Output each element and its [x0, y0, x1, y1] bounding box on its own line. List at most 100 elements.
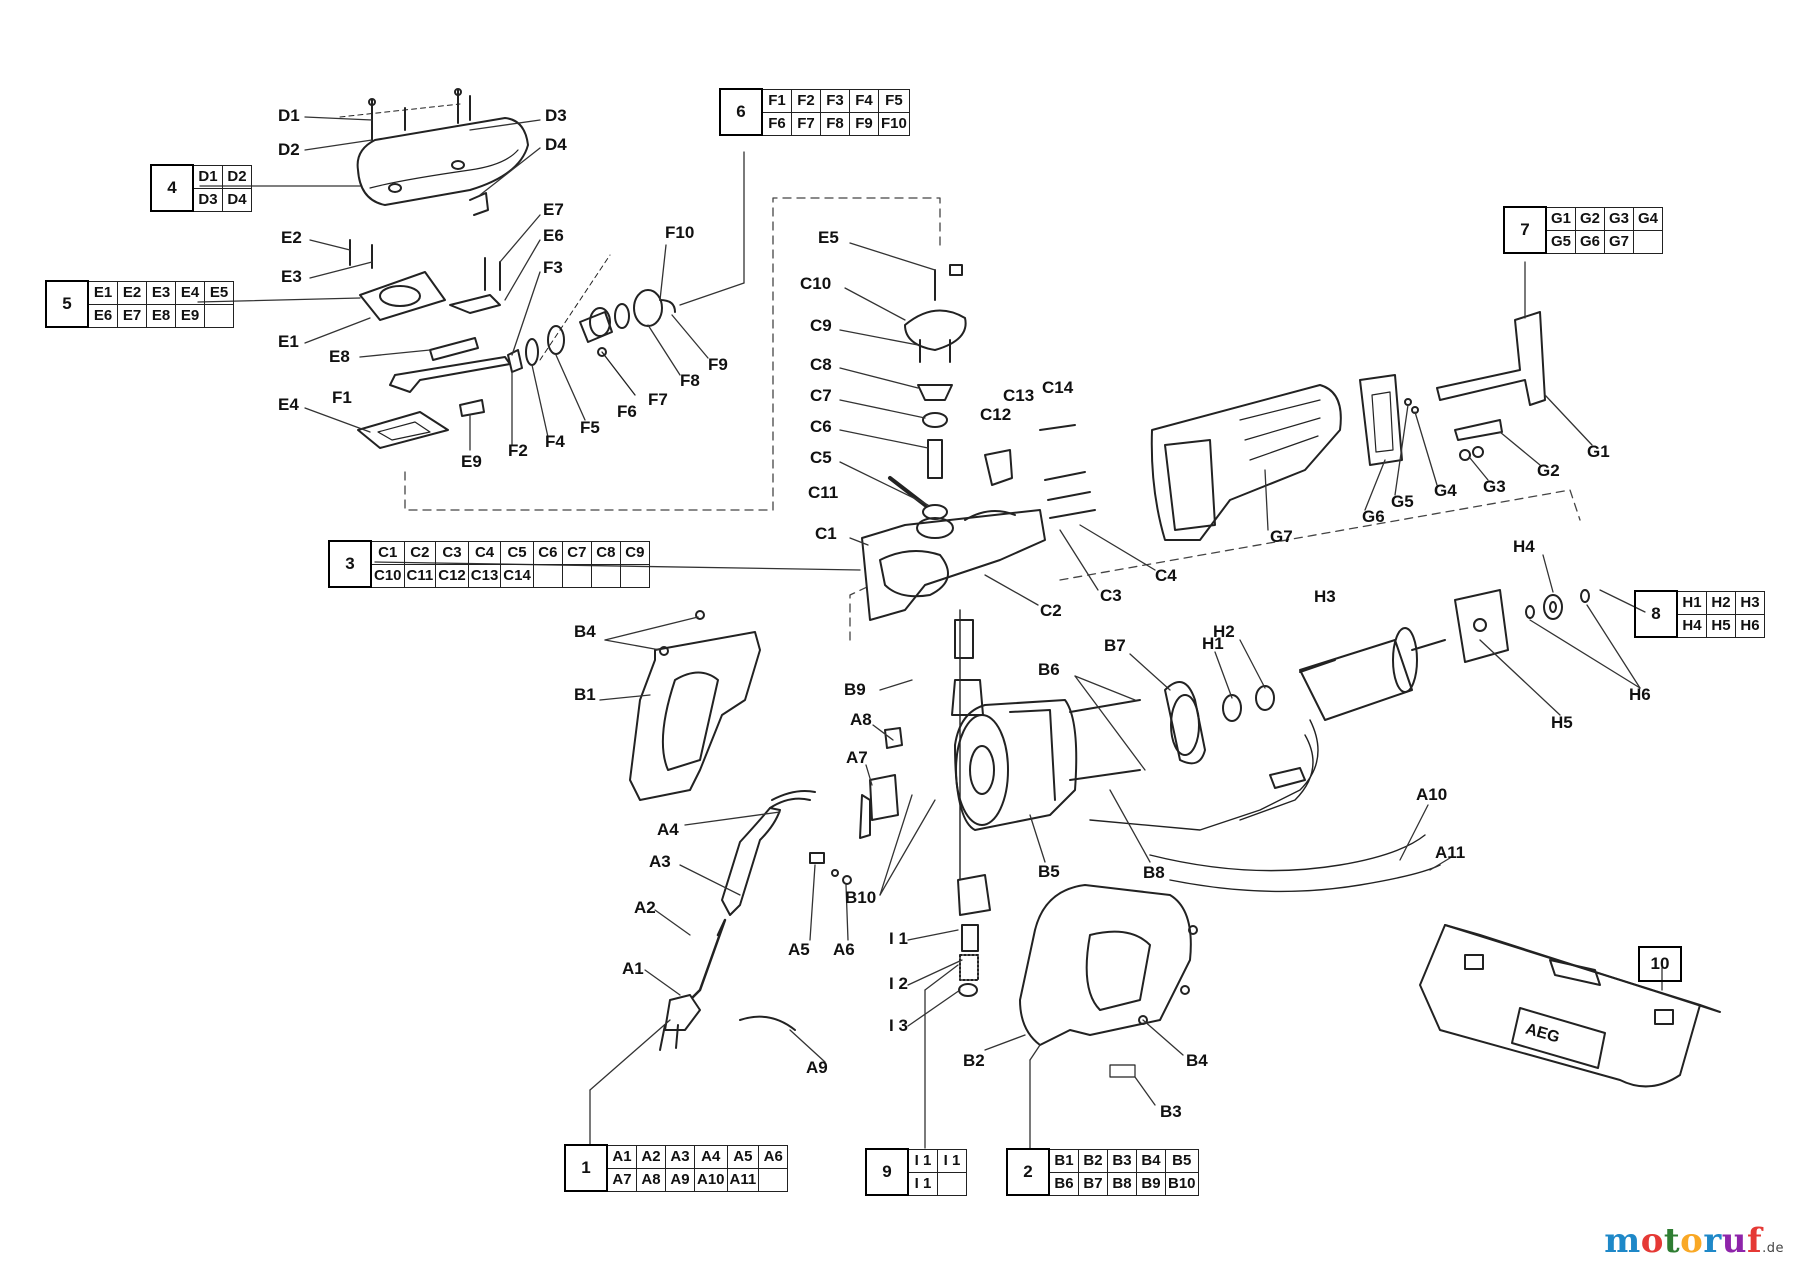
handle-half-right-part [1019, 884, 1198, 1078]
group-part-ref [590, 563, 621, 588]
front-housing-part [1150, 311, 1546, 541]
callout-label: C3 [1100, 586, 1122, 605]
group-number: 10 [1638, 946, 1682, 982]
group-part-ref: G5 [1545, 229, 1576, 254]
callout-label: G5 [1391, 492, 1414, 511]
callout-label: C12 [980, 405, 1012, 424]
callout-label: A10 [1416, 785, 1448, 804]
group-part-ref: C10 [370, 563, 405, 588]
e-group-parts [349, 239, 511, 449]
callout-label: C6 [810, 417, 832, 436]
group-part-ref: E8 [146, 303, 176, 328]
logo-tld: .de [1762, 1241, 1784, 1256]
callout-label: D2 [278, 140, 300, 159]
callout-label: G6 [1362, 507, 1385, 526]
callout-label: F3 [543, 258, 563, 277]
callout-label: A1 [622, 959, 644, 978]
callout-label: I 2 [889, 974, 908, 993]
f-group-parts [507, 254, 676, 396]
callout-label: F7 [648, 390, 668, 409]
callout-label: C4 [1155, 566, 1177, 585]
gearbox-housing-part [861, 264, 1096, 621]
group-part-ref [758, 1167, 789, 1192]
group-part-ref: A5 [726, 1144, 760, 1169]
group-number: 6 [719, 88, 763, 136]
group-part-ref: F9 [849, 111, 879, 136]
group-part-ref: C14 [500, 563, 534, 588]
group-part-ref: C3 [435, 540, 469, 565]
callout-label: F2 [508, 441, 528, 460]
callout-label: E6 [543, 226, 564, 245]
group-part-ref: E4 [175, 280, 205, 305]
i-group-parts [951, 609, 991, 997]
group-part-ref: G6 [1575, 229, 1605, 254]
leader-lines [197, 116, 1663, 1149]
group-part-ref [561, 563, 592, 588]
logo-letter: m [1604, 1221, 1641, 1261]
group-part-ref: I 1 [937, 1148, 967, 1173]
callout-label: C10 [800, 274, 832, 293]
callout-label: H5 [1551, 713, 1573, 732]
group-part-ref: B2 [1078, 1148, 1108, 1173]
callout-label: E7 [543, 200, 564, 219]
group-part-ref: G7 [1604, 229, 1634, 254]
group-part-ref: A2 [636, 1144, 666, 1169]
callout-label: A11 [1435, 843, 1466, 862]
group-number: 2 [1006, 1148, 1050, 1196]
group-part-ref: I 1 [907, 1148, 938, 1173]
assembly-group-10: 10 [1638, 946, 1682, 982]
callout-label: H1 [1202, 634, 1224, 653]
callout-label: G1 [1587, 442, 1610, 461]
logo-letter: r [1703, 1221, 1722, 1261]
group-part-ref: F10 [878, 111, 910, 136]
callout-label: F1 [332, 388, 352, 407]
group-part-ref: E7 [117, 303, 147, 328]
group-part-ref [619, 563, 650, 588]
group-part-ref: F4 [849, 88, 879, 113]
group-part-ref: B6 [1048, 1171, 1079, 1196]
group-part-ref: C12 [435, 563, 469, 588]
callout-label: E5 [818, 228, 839, 247]
group-part-ref: B9 [1136, 1171, 1166, 1196]
group-part-ref: F8 [820, 111, 850, 136]
callout-label: H2 [1213, 622, 1235, 641]
callout-label: B8 [1143, 863, 1165, 882]
callout-label: C7 [810, 386, 832, 405]
callout-label: F4 [545, 432, 565, 451]
group-part-ref: C1 [370, 540, 405, 565]
callout-label: H4 [1513, 537, 1535, 556]
motor-housing-part [954, 699, 1141, 831]
logo-letter: f [1746, 1221, 1763, 1261]
group-part-ref: F3 [820, 88, 850, 113]
group-part-ref: B4 [1136, 1148, 1166, 1173]
callout-label: F5 [580, 418, 600, 437]
callout-label: C14 [1042, 378, 1074, 397]
callout-label: C9 [810, 316, 832, 335]
group-part-ref: H6 [1735, 613, 1765, 638]
callout-label: C2 [1040, 601, 1062, 620]
group-part-ref: A6 [758, 1144, 789, 1169]
callout-label: A9 [806, 1058, 828, 1077]
group-part-ref: C6 [532, 540, 563, 565]
group-part-ref: B3 [1107, 1148, 1137, 1173]
callout-label: D3 [545, 106, 567, 125]
callout-label: E2 [281, 228, 302, 247]
callout-label: E3 [281, 267, 302, 286]
group-part-ref: E6 [87, 303, 118, 328]
group-part-ref: C5 [500, 540, 534, 565]
callout-label: C11 [808, 483, 839, 502]
group-part-ref: B1 [1048, 1148, 1079, 1173]
group-part-ref: A9 [665, 1167, 695, 1192]
callout-label: E8 [329, 347, 350, 366]
callout-label: D1 [278, 106, 300, 125]
callout-label: A7 [846, 748, 868, 767]
group-part-ref: E2 [117, 280, 147, 305]
armature-and-bearings [1089, 589, 1590, 831]
handle-half-left-part [629, 610, 761, 801]
callout-label: C1 [815, 524, 837, 543]
